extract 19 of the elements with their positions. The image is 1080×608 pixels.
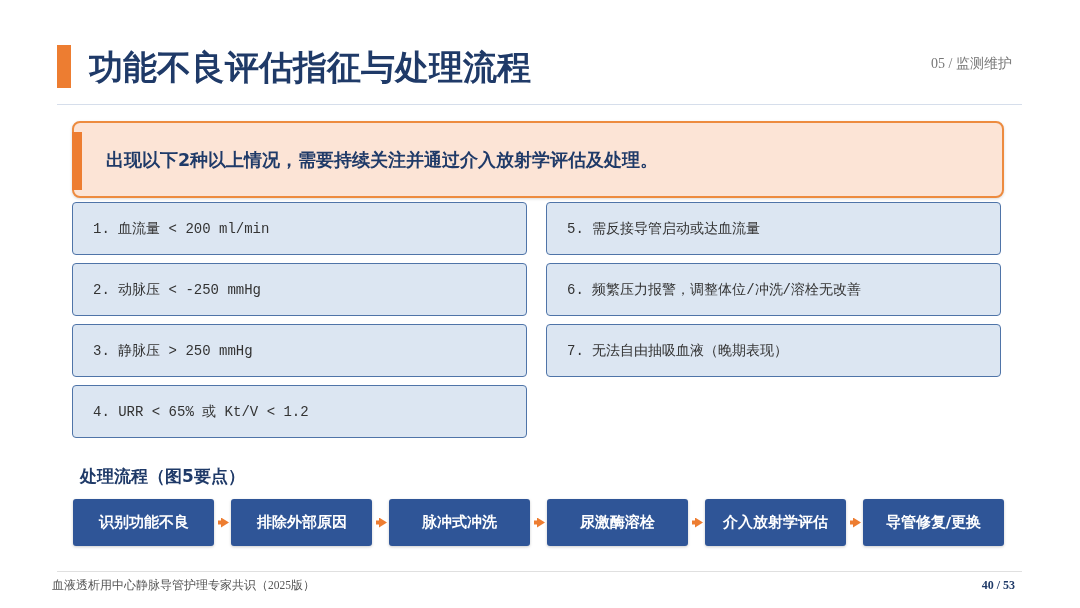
- slide-title: 功能不良评估指征与处理流程: [89, 46, 531, 89]
- process-box: 导管修复/更换: [863, 499, 1004, 546]
- criteria-box: 7. 无法自由抽吸血液（晚期表现）: [546, 324, 1001, 377]
- criteria-box: 5. 需反接导管启动或达血流量: [546, 202, 1001, 255]
- criteria-box: 1. 血流量 < 200 ml/min: [72, 202, 527, 255]
- criteria-box: 3. 静脉压 > 250 mmHg: [72, 324, 527, 377]
- criteria-box: 2. 动脉压 < -250 mmHg: [72, 263, 527, 316]
- footer-text: 血液透析用中心静脉导管护理专家共识（2025版）: [52, 578, 315, 593]
- process-box: 脉冲式冲洗: [389, 499, 530, 546]
- process-box: 介入放射学评估: [705, 499, 846, 546]
- page-number: 40 / 53: [981, 578, 1015, 593]
- criteria-box: 4. URR < 65% 或 Kt/V < 1.2: [72, 385, 527, 438]
- section-heading: 处理流程（图5要点）: [80, 465, 245, 487]
- callout-banner: 出现以下2种以上情况，需要持续关注并通过介入放射学评估及处理。: [72, 121, 1004, 198]
- process-box: 尿激酶溶栓: [547, 499, 688, 546]
- process-box: 排除外部原因: [231, 499, 372, 546]
- process-box: 识别功能不良: [73, 499, 214, 546]
- section-label: 05 / 监测维护: [931, 55, 1012, 73]
- criteria-box: 6. 频繁压力报警，调整体位/冲洗/溶栓无改善: [546, 263, 1001, 316]
